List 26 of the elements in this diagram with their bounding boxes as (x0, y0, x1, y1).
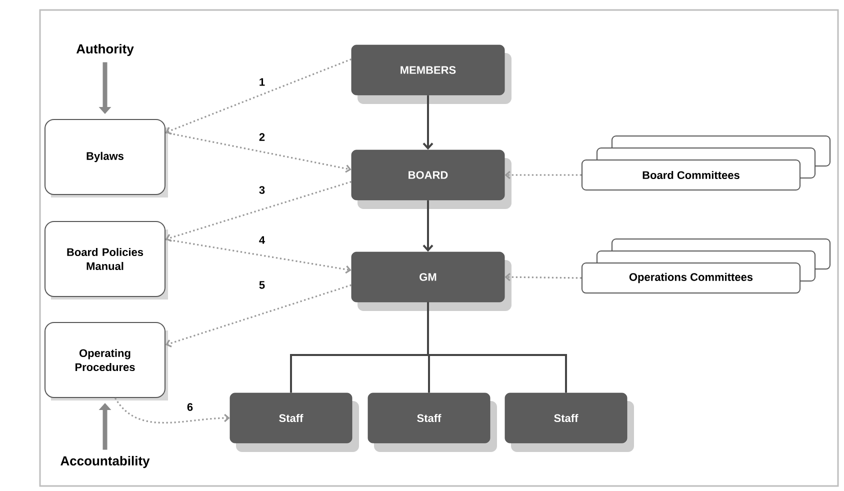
staff-box: Staff (368, 392, 497, 452)
node-label: Board Committees (642, 170, 740, 180)
dotted-arrow (166, 284, 352, 348)
role-box: BOARD (351, 150, 512, 209)
staff-box: Staff (230, 392, 359, 452)
dotted-arrow (166, 58, 352, 135)
dotted-arrow (504, 272, 582, 282)
connector (427, 302, 567, 393)
role-box: MEMBERS (351, 44, 512, 104)
dotted-arrow (114, 398, 230, 424)
staff-box: Staff (504, 392, 634, 452)
dotted-arrow (165, 238, 352, 274)
document-box: Board Policies Manual (44, 221, 168, 300)
dotted-arrow (166, 180, 352, 242)
document-box: Operating Procedures (44, 322, 168, 400)
node-label: Operations Committees (629, 272, 753, 284)
heading-text: Authority (76, 44, 134, 56)
stacked-box: Board Committees (582, 136, 830, 190)
heading-text: Accountability (60, 456, 150, 468)
dotted-arrow (165, 132, 352, 173)
dotted-arrow (504, 170, 582, 180)
arrow (422, 95, 434, 150)
document-box: Bylaws (44, 119, 168, 198)
role-box: GM (351, 252, 512, 311)
arrow (422, 200, 434, 252)
stacked-box: Operations Committees (582, 238, 830, 294)
